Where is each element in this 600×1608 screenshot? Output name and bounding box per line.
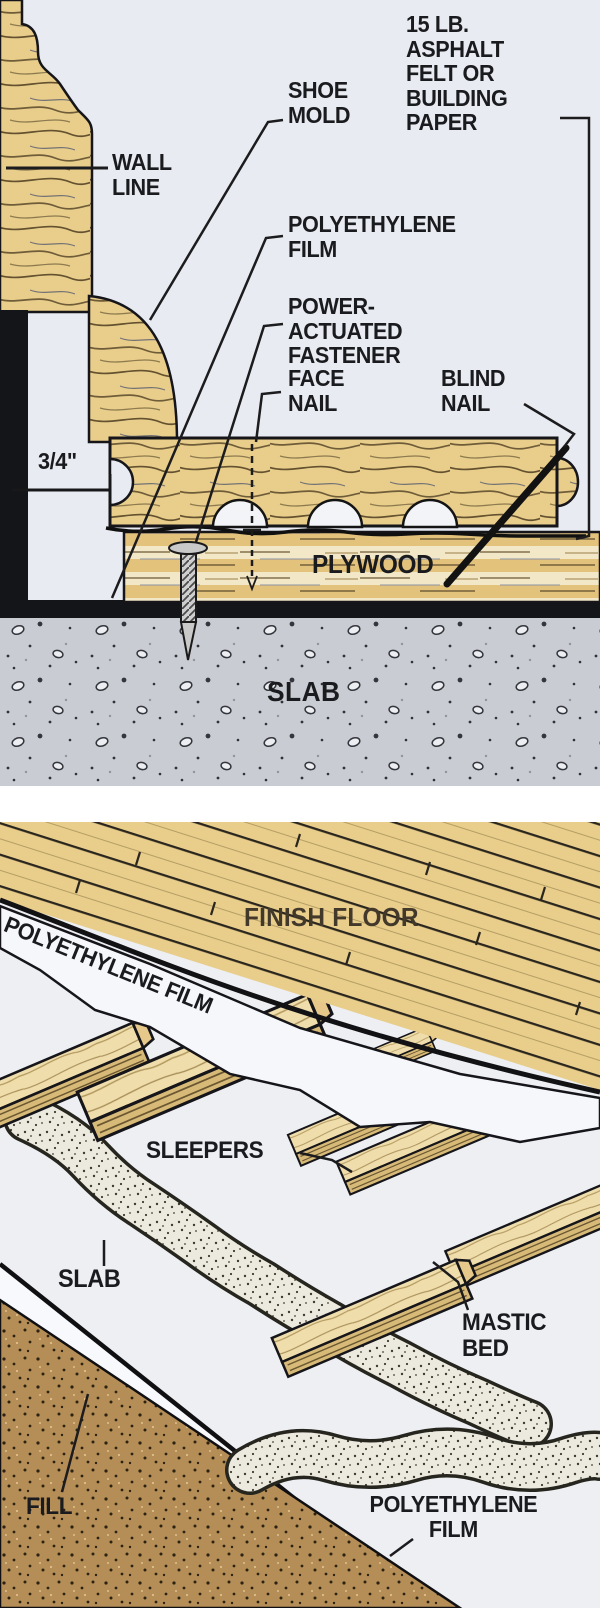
label-face-nail: FACE NAIL	[288, 365, 345, 416]
label-slab-2: SLAB	[58, 1265, 121, 1293]
polyethylene-film-top-part	[0, 904, 600, 1144]
plank-joints	[74, 833, 582, 1016]
diagram2	[0, 822, 600, 1608]
label-shoe-mold: SHOE MOLD	[288, 77, 351, 128]
label-slab: SLAB	[267, 676, 341, 707]
label-plywood: PLYWOOD	[312, 549, 434, 579]
wall-line-surface	[0, 310, 28, 618]
baseboard	[0, 0, 94, 314]
finish-floor-part	[0, 822, 600, 1090]
leader-lines-2	[60, 1151, 470, 1558]
label-fill: FILL	[26, 1493, 73, 1520]
label-expansion-gap: 3/4"	[38, 448, 77, 474]
finish-floor-edge	[0, 897, 600, 1095]
fill-part	[0, 1298, 463, 1608]
label-polyethylene-film-bottom: POLYETHYLENE FILM	[369, 1491, 538, 1542]
dimension-line	[12, 474, 112, 506]
leader-lines-1	[6, 116, 591, 599]
label-asphalt-felt: 15 LB. ASPHALT FELT OR BUILDING PAPER	[406, 11, 508, 136]
label-power-actuated-fastener: POWER-ACTUATED FASTENER	[288, 293, 403, 369]
diagram1	[0, 0, 600, 786]
polyethylene-film-part	[0, 600, 600, 618]
label-blind-nail: BLIND NAIL	[441, 365, 506, 416]
hollow-domes	[211, 498, 459, 529]
label-polyethylene-film: POLYETHYLENE FILM	[288, 211, 456, 262]
blind-nail-part	[443, 444, 570, 588]
power-actuated-fastener-part	[168, 541, 208, 661]
face-nail-part	[243, 444, 261, 592]
mastic-bed-part	[3, 1093, 600, 1495]
label-sleepers: SLEEPERS	[146, 1137, 264, 1164]
groove	[108, 457, 135, 507]
label-mastic-bed: MASTIC BED	[462, 1309, 547, 1362]
label-finish-floor: FINISH FLOOR	[244, 902, 419, 932]
slab-part	[0, 618, 600, 786]
label-wall-line: WALL LINE	[112, 149, 172, 200]
